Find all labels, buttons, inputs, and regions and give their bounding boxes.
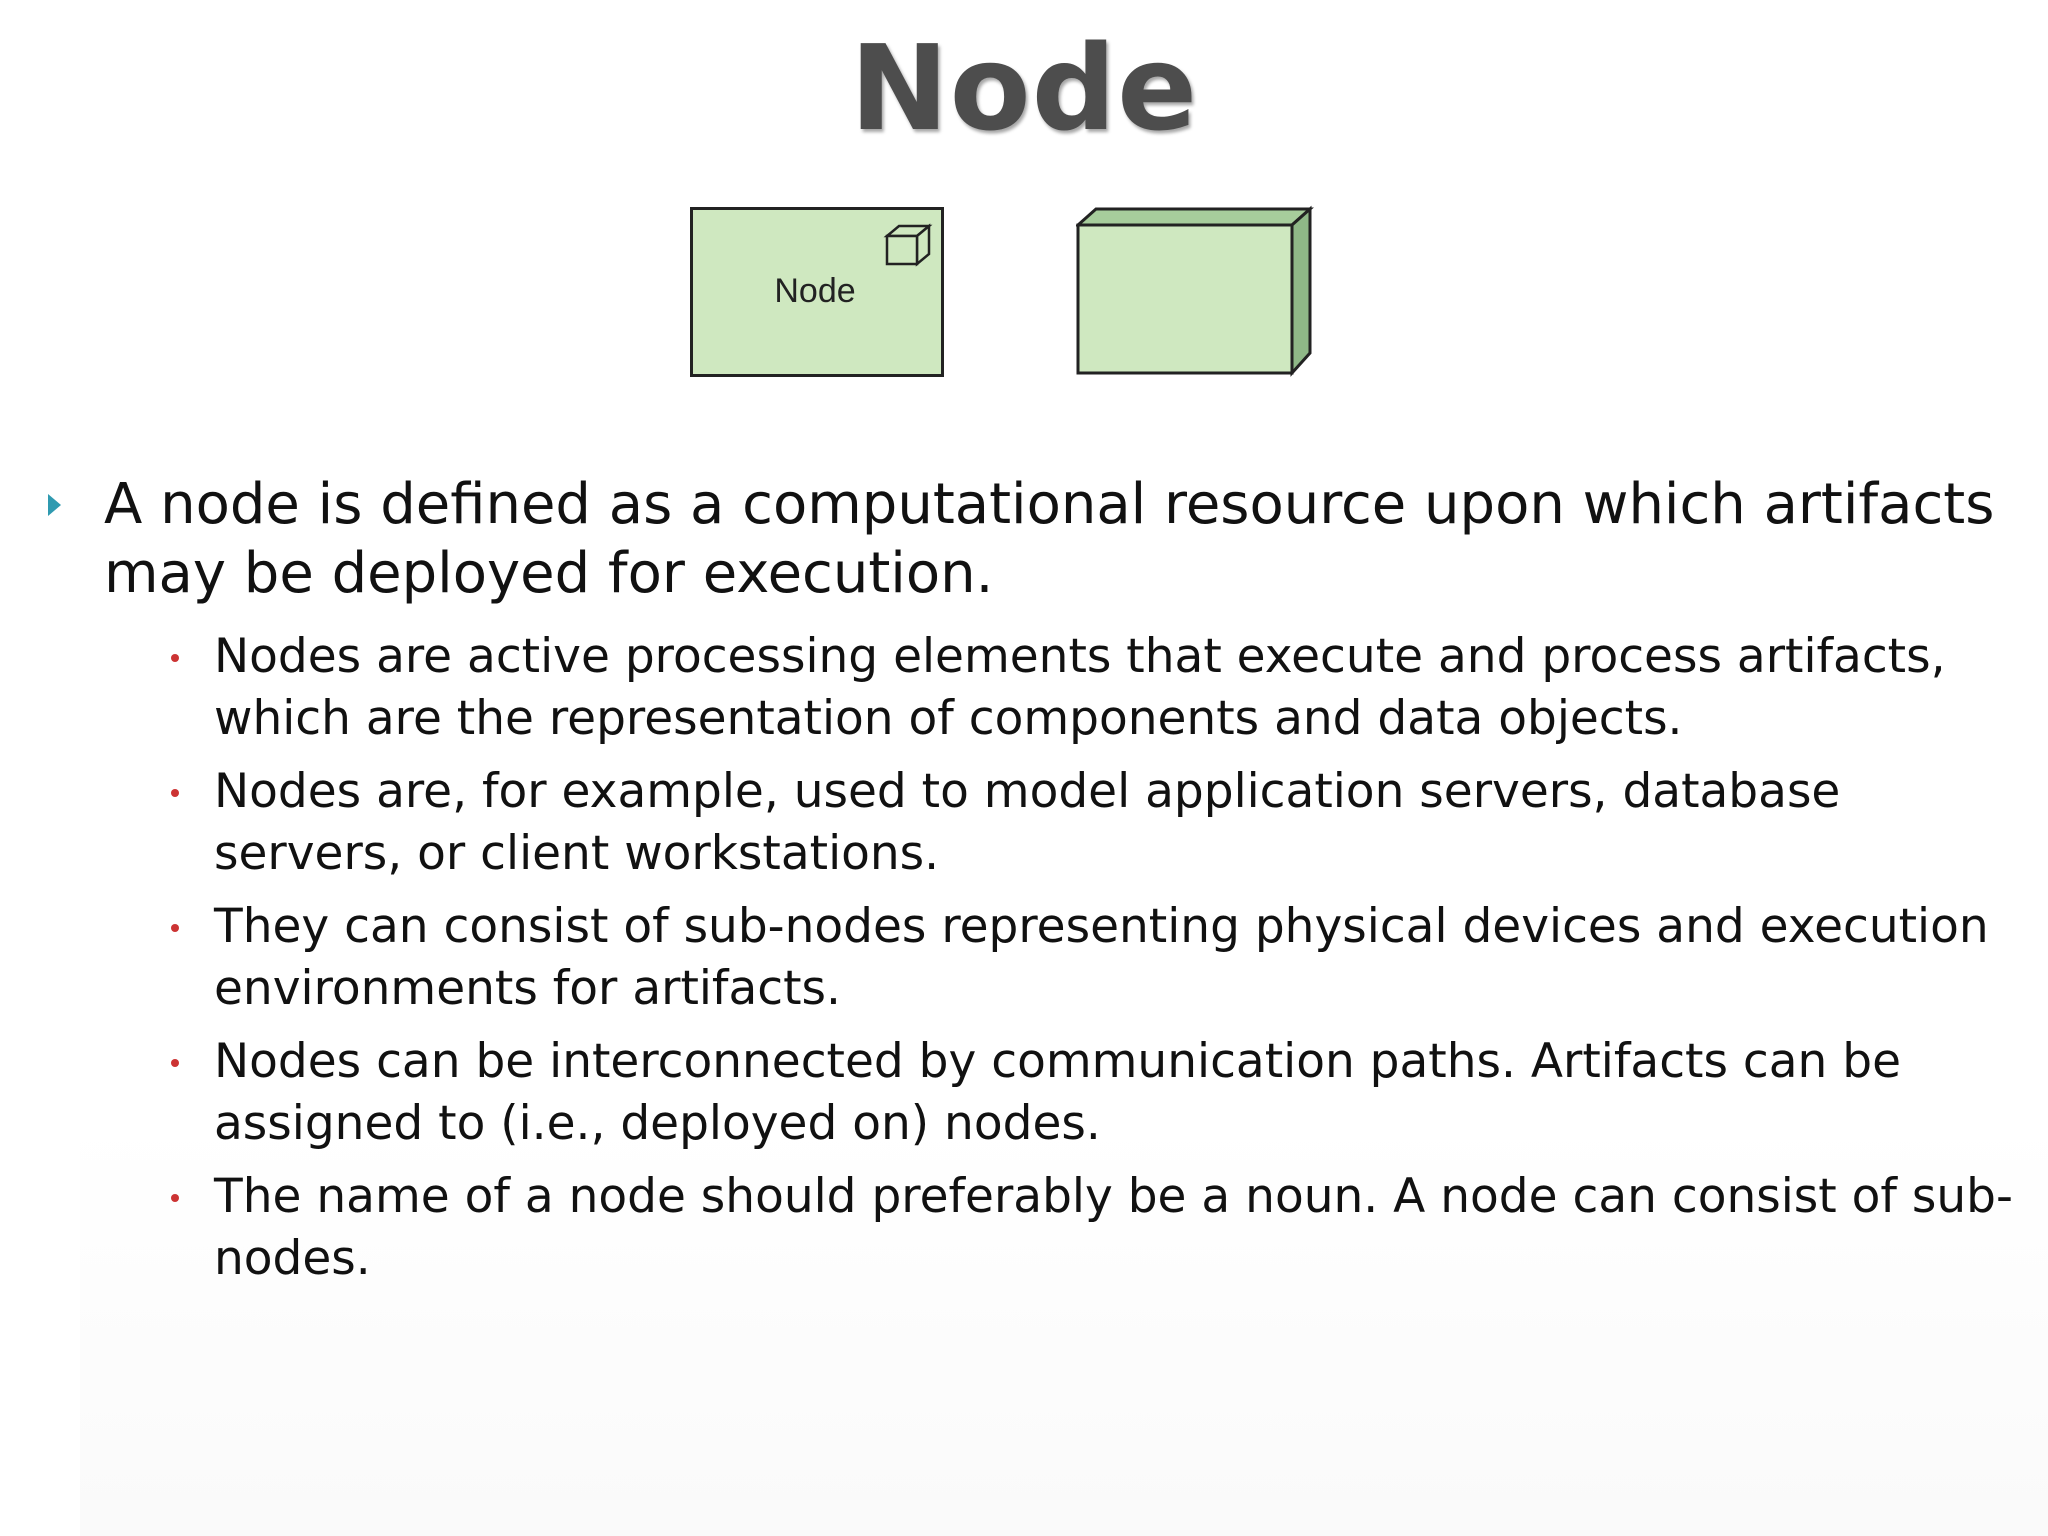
sub-bullet-text: The name of a node should preferably be … (214, 1169, 2013, 1286)
sub-bullet-list: Nodes are active processing elements tha… (40, 626, 2040, 1290)
bullet-dot-icon (171, 1194, 179, 1202)
sub-bullet-text: Nodes are, for example, used to model ap… (214, 764, 1841, 881)
main-bullet-text: A node is defined as a computational res… (104, 472, 1995, 606)
sub-bullet-text: They can consist of sub-nodes representi… (214, 899, 1989, 1016)
bullet-list: A node is defined as a computational res… (40, 470, 2040, 1301)
bullet-dot-icon (171, 654, 179, 662)
bullet-arrow-icon (48, 494, 61, 516)
node-label: Node (774, 272, 856, 310)
slide-background-shade (80, 1120, 2048, 1536)
node-3d-side-face (1290, 205, 1312, 377)
node-3d-top-face (1076, 207, 1314, 227)
node-3d-front-face (1076, 223, 1294, 375)
main-bullet: A node is defined as a computational res… (40, 470, 2040, 608)
sub-bullet: Nodes can be interconnected by communica… (171, 1031, 2040, 1155)
slide-title: Node (849, 19, 1199, 157)
sub-bullet: The name of a node should preferably be … (171, 1166, 2040, 1290)
bullet-dot-icon (171, 789, 179, 797)
node-figures: Node (690, 205, 1330, 385)
cube-icon (883, 223, 933, 267)
sub-bullet-text: Nodes are active processing elements tha… (214, 629, 1946, 746)
node-notation-box: Node (690, 207, 944, 377)
sub-bullet: They can consist of sub-nodes representi… (171, 896, 2040, 1020)
sub-bullet: Nodes are, for example, used to model ap… (171, 761, 2040, 885)
bullet-dot-icon (171, 924, 179, 932)
sub-bullet-text: Nodes can be interconnected by communica… (214, 1034, 1902, 1151)
sub-bullet: Nodes are active processing elements tha… (171, 626, 2040, 750)
node-3d-box (1076, 205, 1314, 377)
bullet-dot-icon (171, 1059, 179, 1067)
